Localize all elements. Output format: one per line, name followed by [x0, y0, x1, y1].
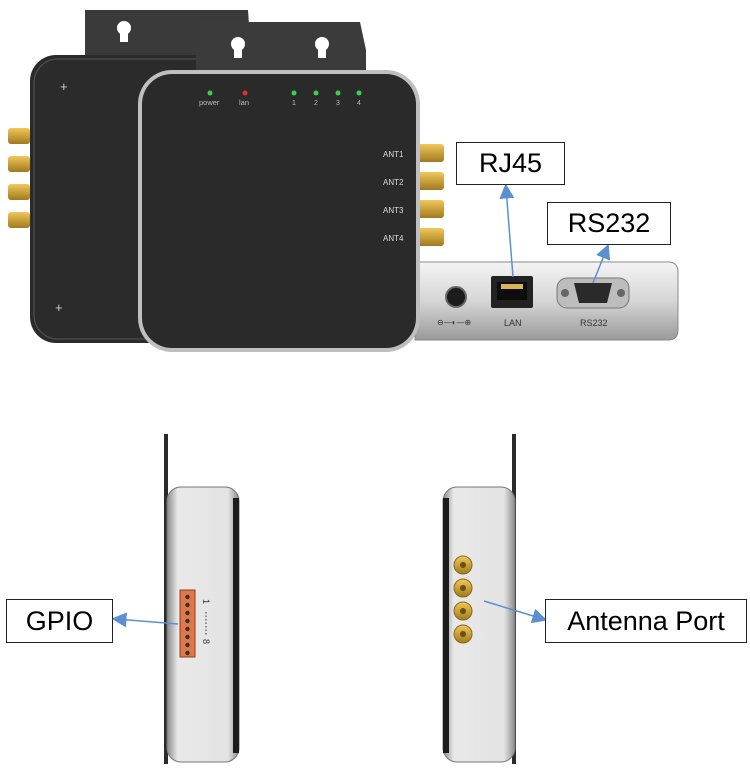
led-label-lan: lan — [239, 98, 249, 107]
gpio-pin-start: 1 — [201, 599, 211, 604]
rs232-port-icon — [556, 277, 630, 309]
ant-label-2: ANT2 — [383, 178, 404, 187]
front-reader-unit: power lan 1 2 3 4 ANT1 ANT2 ANT3 ANT4 — [138, 22, 444, 352]
led-1-icon — [291, 90, 297, 96]
rj45-callout-label: RJ45 — [456, 142, 565, 185]
led-label-power: power — [199, 98, 220, 107]
antenna-port-callout-label: Antenna Port — [545, 599, 747, 643]
led-label-1: 1 — [292, 100, 296, 107]
gpio-terminal-icon — [179, 589, 196, 658]
svg-text:+: + — [60, 79, 68, 94]
antenna-ports-icon — [453, 555, 473, 644]
ant-label-1: ANT1 — [383, 150, 404, 159]
rs232-arrow — [592, 243, 611, 284]
led-label-3: 3 — [336, 100, 340, 107]
power-led-icon — [207, 90, 213, 96]
led-label-2: 2 — [314, 100, 318, 107]
gpio-pin-end: 8 — [201, 639, 211, 644]
gpio-callout-label: GPIO — [6, 599, 113, 643]
front-sma-connectors-icon — [414, 144, 444, 246]
led-label-4: 4 — [357, 100, 361, 107]
antenna-arrow — [483, 600, 548, 624]
lan-led-icon — [242, 90, 248, 96]
rs232-port-label: RS232 — [580, 318, 608, 328]
side-view-gpio: 1 8 — [164, 434, 240, 764]
callout-arrows — [111, 183, 611, 628]
led-3-icon — [335, 90, 341, 96]
rs232-callout-label: RS232 — [547, 202, 671, 245]
led-4-icon — [356, 90, 362, 96]
lan-port-label: LAN — [504, 318, 522, 328]
gpio-arrow — [111, 612, 179, 628]
rj45-arrow — [499, 183, 515, 278]
power-jack-icon — [445, 286, 467, 308]
ant-label-3: ANT3 — [383, 206, 404, 215]
ant-label-4: ANT4 — [383, 234, 404, 243]
power-symbol-label: ⊖—◐—⊕ — [437, 318, 471, 327]
back-panel: ⊖—◐—⊕ LAN RS232 — [414, 261, 679, 341]
led-2-icon — [313, 90, 319, 96]
svg-text:+: + — [55, 300, 63, 315]
side-view-antenna — [442, 434, 516, 764]
status-leds: power lan 1 2 3 4 — [199, 90, 362, 107]
lan-port-icon — [491, 276, 533, 308]
rear-sma-connectors-icon — [8, 128, 30, 228]
